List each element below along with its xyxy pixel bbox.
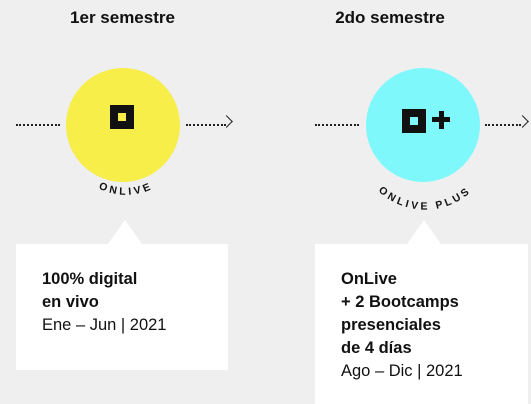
card-line: OnLive — [341, 270, 397, 288]
onlive-circle — [66, 68, 180, 182]
card-period: Ago – Dic | 2021 — [341, 362, 463, 380]
semester-column-1: 1er semestre ONLIVE 100% digital en vivo… — [0, 0, 265, 404]
badge-arc-text: ONLIVE PLUS — [376, 184, 474, 213]
semester-title: 2do semestre — [335, 8, 445, 27]
info-card: OnLive + 2 Bootcamps presenciales de 4 d… — [315, 220, 528, 404]
card-period: Ene – Jun | 2021 — [42, 316, 167, 334]
timeline-dots — [485, 124, 521, 128]
semester-column-2: 2do semestre ONLIVE PLUS OnLive + 2 Boot… — [265, 0, 530, 404]
card-pointer — [407, 220, 441, 244]
card-line: de 4 días — [341, 339, 412, 357]
card-line: presenciales — [341, 316, 441, 334]
square-logo-icon — [110, 105, 134, 129]
badge-arc-text: ONLIVE — [97, 180, 155, 198]
badge-label: ONLIVE — [97, 180, 152, 198]
svg-text:ONLIVE: ONLIVE — [97, 180, 155, 198]
info-card: 100% digital en vivo Ene – Jun | 2021 — [16, 220, 228, 370]
card-line: en vivo — [42, 293, 99, 311]
timeline-dots — [16, 124, 60, 128]
timeline-dots — [186, 124, 226, 128]
card-line: + 2 Bootcamps — [341, 293, 459, 311]
onlive-plus-circle — [366, 68, 480, 182]
badge-label: ONLIVE PLUS — [376, 184, 471, 213]
card-line: 100% digital — [42, 270, 138, 288]
svg-text:ONLIVE PLUS: ONLIVE PLUS — [376, 184, 474, 213]
semester-title: 1er semestre — [70, 8, 175, 27]
card-pointer — [108, 220, 142, 244]
timeline-dots — [315, 124, 359, 128]
